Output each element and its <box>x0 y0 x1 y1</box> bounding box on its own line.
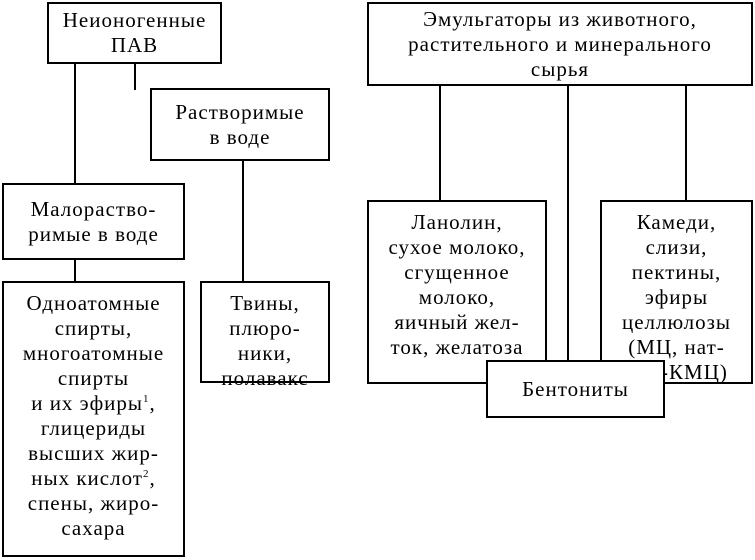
box-alcohols-and-esters: Одноатомные спирты, многоатомные спирты … <box>2 281 185 557</box>
box-natural-emulsifiers: Эмульгаторы из животного, растительного … <box>367 2 753 86</box>
box-lanolin-milk: Ланолин, сухое молоко, сгущенное молоко,… <box>367 200 547 384</box>
box-nonionic-label: Неионогенные ПАВ <box>62 8 207 57</box>
box-lanolin-label: Ланолин, сухое молоко, сгущенное молоко,… <box>388 210 526 359</box>
box-poorly-water-soluble: Малораство- римые в воде <box>2 183 185 260</box>
box-gums-mucilages: Камеди, слизи, пектины, эфиры целлюлозы … <box>600 200 753 384</box>
box-gums-label: Камеди, слизи, пектины, эфиры целлюлозы … <box>621 210 732 384</box>
box-natural-emulsifiers-label: Эмульгаторы из животного, растительного … <box>408 6 712 81</box>
box-tweens-pluronics: Твины, плюро- ники, полавакс <box>200 281 330 390</box>
box-tweens-label: Твины, плюро- ники, полавакс <box>221 291 309 390</box>
box-water-soluble-label: Растворимые в воде <box>175 99 305 149</box>
box-alcohols-label: Одноатомные спирты, многоатомные спирты … <box>22 291 165 540</box>
box-nonionic-surfactants: Неионогенные ПАВ <box>47 2 222 64</box>
box-water-soluble: Растворимые в воде <box>150 88 330 161</box>
box-poorly-water-soluble-label: Малораство- римые в воде <box>28 196 159 246</box>
box-bentonites-label: Бентониты <box>522 376 629 401</box>
box-bentonites: Бентониты <box>486 360 665 418</box>
